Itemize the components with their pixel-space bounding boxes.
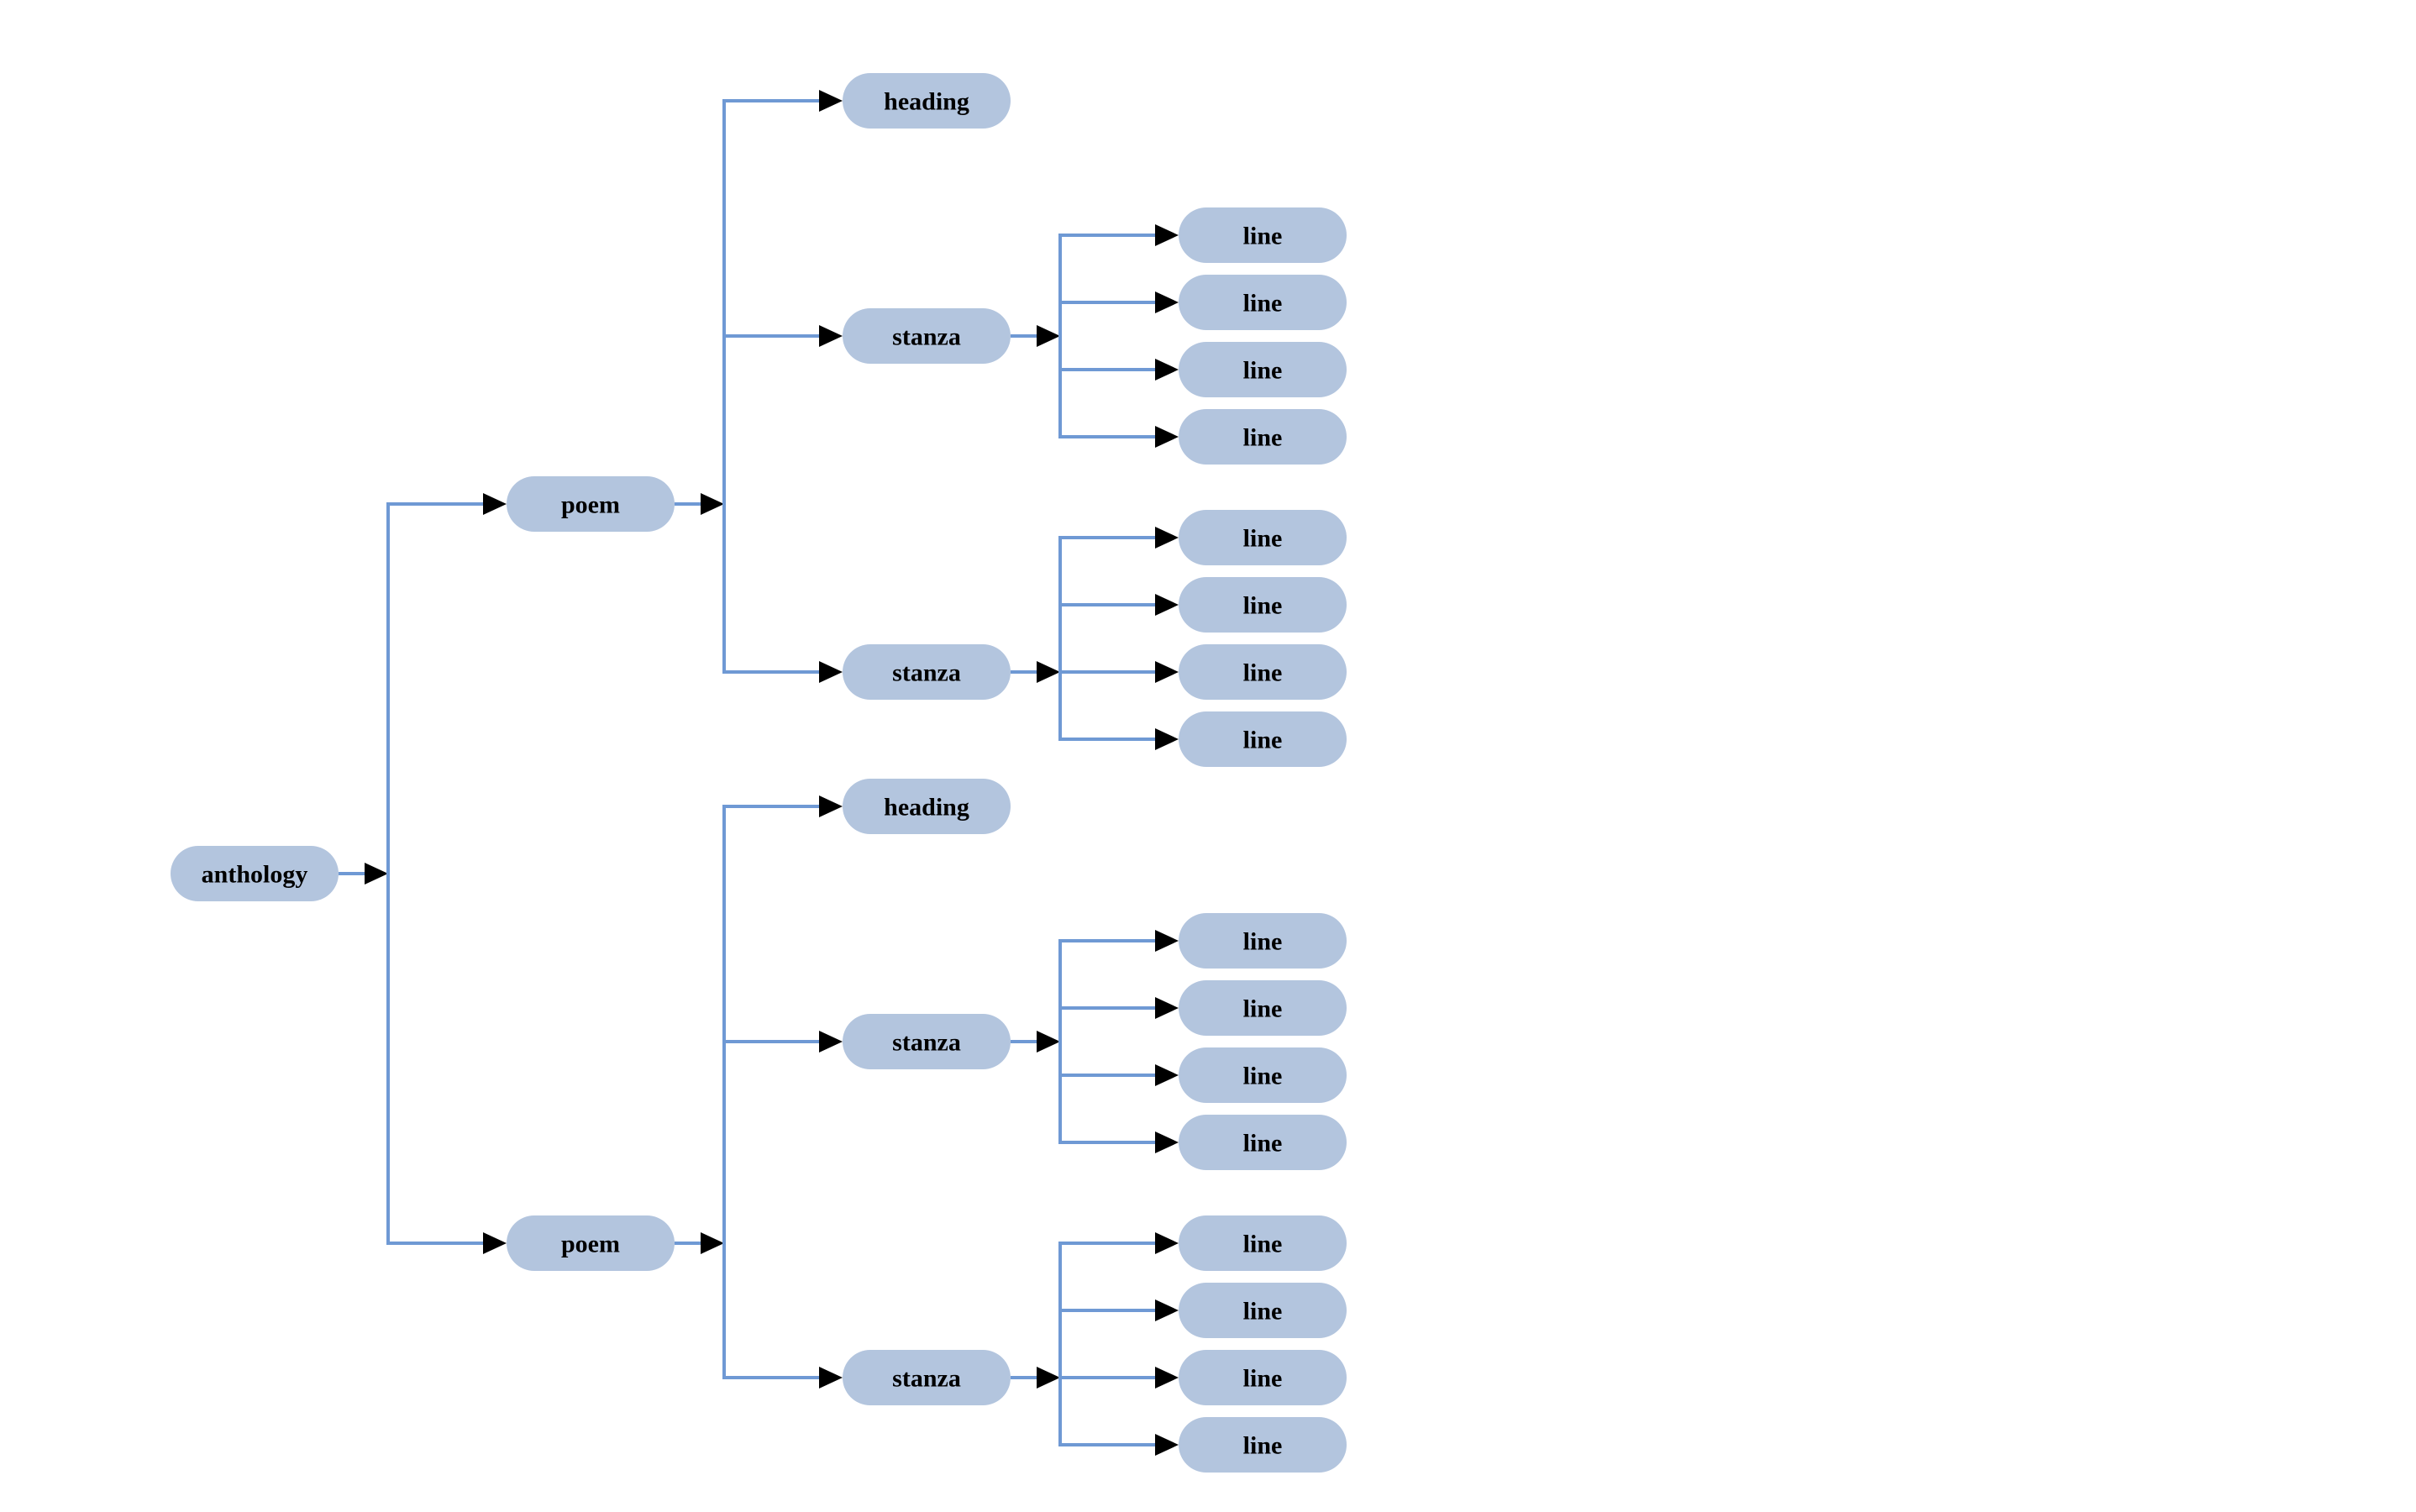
node-label-line-2-3: line	[1243, 659, 1283, 687]
arrowhead-branch-heading-1	[819, 90, 843, 112]
node-anthology	[171, 846, 339, 901]
node-line-1-3	[1179, 342, 1347, 397]
arrowhead-branch-line-2-4	[1155, 728, 1179, 750]
arrowhead-branch-line-1-4	[1155, 426, 1179, 448]
node-heading-2	[843, 779, 1011, 834]
arrowhead-stem-stanza-1	[1037, 325, 1060, 347]
arrowhead-branch-line-3-3	[1155, 1064, 1179, 1086]
node-line-2-4	[1179, 711, 1347, 767]
arrowhead-branch-line-2-3	[1155, 661, 1179, 683]
arrowhead-branch-line-1-1	[1155, 224, 1179, 246]
node-line-4-2	[1179, 1283, 1347, 1338]
node-label-line-2-4: line	[1243, 727, 1283, 754]
node-label-line-3-2: line	[1243, 995, 1283, 1023]
node-label-stanza-1: stanza	[892, 323, 961, 351]
node-line-4-3	[1179, 1350, 1347, 1405]
node-label-line-1-2: line	[1243, 290, 1283, 318]
node-label-line-4-1: line	[1243, 1231, 1283, 1258]
node-label-heading-2: heading	[884, 794, 969, 822]
node-label-line-3-4: line	[1243, 1130, 1283, 1158]
node-label-stanza-4: stanza	[892, 1365, 961, 1393]
arrowhead-branch-line-2-2	[1155, 594, 1179, 616]
arrowhead-branch-stanza-1	[819, 325, 843, 347]
arrowhead-branch-line-4-4	[1155, 1434, 1179, 1456]
arrowhead-branch-line-4-1	[1155, 1232, 1179, 1254]
node-line-2-2	[1179, 577, 1347, 633]
arrowhead-branch-stanza-2	[819, 661, 843, 683]
node-heading-1	[843, 73, 1011, 129]
arrowhead-branch-line-3-2	[1155, 997, 1179, 1019]
arrowhead-branch-line-4-3	[1155, 1367, 1179, 1389]
arrowhead-stem-poem-1	[701, 493, 724, 515]
arrowhead-branch-heading-2	[819, 795, 843, 817]
node-poem-2	[507, 1215, 675, 1271]
node-line-1-2	[1179, 275, 1347, 330]
arrowhead-stem-stanza-4	[1037, 1367, 1060, 1389]
arrowhead-branch-line-1-2	[1155, 291, 1179, 313]
arrowhead-branch-stanza-4	[819, 1367, 843, 1389]
arrowhead-stem-stanza-3	[1037, 1031, 1060, 1053]
node-line-1-4	[1179, 409, 1347, 465]
node-line-1-1	[1179, 207, 1347, 263]
arrowhead-branch-poem-2	[483, 1232, 507, 1254]
arrowhead-branch-line-1-3	[1155, 359, 1179, 381]
node-label-line-2-1: line	[1243, 525, 1283, 553]
node-line-3-3	[1179, 1047, 1347, 1103]
node-label-heading-1: heading	[884, 88, 969, 116]
node-stanza-3	[843, 1014, 1011, 1069]
arrowhead-branch-line-4-2	[1155, 1299, 1179, 1321]
node-line-2-3	[1179, 644, 1347, 700]
arrowhead-branch-line-2-1	[1155, 527, 1179, 549]
node-line-2-1	[1179, 510, 1347, 565]
node-label-poem-2: poem	[561, 1231, 620, 1258]
node-label-line-3-3: line	[1243, 1063, 1283, 1090]
node-stanza-4	[843, 1350, 1011, 1405]
node-line-3-4	[1179, 1115, 1347, 1170]
arrowhead-stem-poem-2	[701, 1232, 724, 1254]
node-label-poem-1: poem	[561, 491, 620, 519]
node-stanza-1	[843, 308, 1011, 364]
arrowhead-branch-poem-1	[483, 493, 507, 515]
arrowhead-stem-anthology	[365, 863, 388, 885]
node-line-4-1	[1179, 1215, 1347, 1271]
node-line-3-1	[1179, 913, 1347, 969]
node-line-4-4	[1179, 1417, 1347, 1473]
node-label-line-4-4: line	[1243, 1432, 1283, 1460]
node-line-3-2	[1179, 980, 1347, 1036]
arrowhead-branch-line-3-4	[1155, 1131, 1179, 1153]
arrowhead-branch-stanza-3	[819, 1031, 843, 1053]
node-label-stanza-3: stanza	[892, 1029, 961, 1057]
node-label-line-1-4: line	[1243, 424, 1283, 452]
node-stanza-2	[843, 644, 1011, 700]
arrowhead-stem-stanza-2	[1037, 661, 1060, 683]
node-label-line-3-1: line	[1243, 928, 1283, 956]
node-label-line-2-2: line	[1243, 592, 1283, 620]
node-label-stanza-2: stanza	[892, 659, 961, 687]
node-label-anthology: anthology	[202, 861, 308, 889]
node-poem-1	[507, 476, 675, 532]
node-label-line-4-3: line	[1243, 1365, 1283, 1393]
node-label-line-1-3: line	[1243, 357, 1283, 385]
arrowhead-branch-line-3-1	[1155, 930, 1179, 952]
node-label-line-4-2: line	[1243, 1298, 1283, 1326]
node-label-line-1-1: line	[1243, 223, 1283, 250]
